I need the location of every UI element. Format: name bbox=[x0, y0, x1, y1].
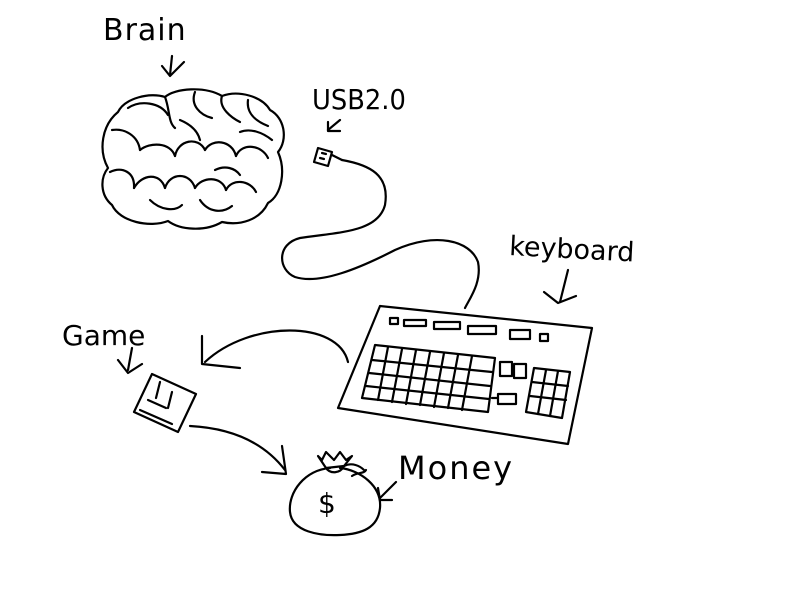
usb-cable-drawing bbox=[281, 146, 480, 310]
game-cartridge-drawing bbox=[132, 372, 198, 434]
arrow-keyboard-to-game bbox=[200, 329, 350, 370]
arrow-game-to-money bbox=[188, 424, 288, 476]
money-bag-drawing bbox=[288, 450, 382, 537]
brain-drawing bbox=[101, 88, 285, 230]
game-label: Game bbox=[62, 319, 146, 352]
keyboard-drawing bbox=[336, 304, 594, 446]
keyboard-label: keyboard bbox=[508, 231, 636, 269]
money-label: Money bbox=[398, 449, 515, 487]
dollar-sign: $ bbox=[318, 487, 336, 520]
brain-label: Brain bbox=[103, 13, 187, 48]
usb-label: USB2.0 bbox=[312, 83, 406, 116]
